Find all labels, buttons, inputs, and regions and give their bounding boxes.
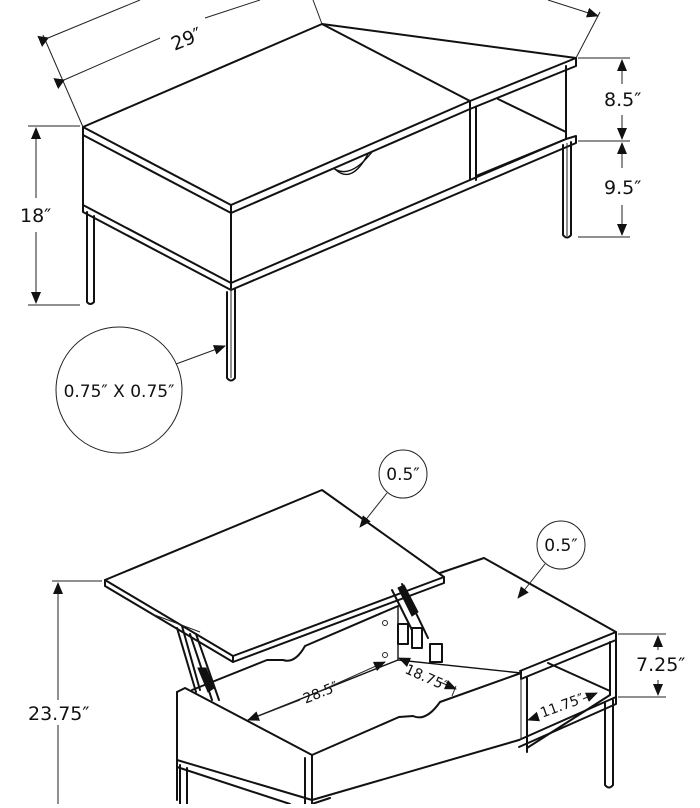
fixed-top-thickness-label: 0.5″ bbox=[544, 536, 577, 556]
dimension-depth-arrow bbox=[312, 0, 601, 59]
closed-table-drawing bbox=[82, 23, 577, 382]
shelf-height-8-5-label: 8.5″ bbox=[604, 89, 641, 111]
open-shelf-height-label: 7.25″ bbox=[636, 654, 685, 676]
open-table-drawing bbox=[104, 489, 617, 805]
leg-profile-label: 0.75″ X 0.75″ bbox=[64, 382, 175, 402]
height-18-label: 18″ bbox=[20, 205, 51, 227]
fixed-top-thickness-callout: 0.5″ bbox=[517, 520, 586, 599]
lifted-height-label: 23.75″ bbox=[28, 703, 90, 725]
shelf-depth-label: 11.75″ bbox=[538, 691, 586, 722]
lift-top-thickness-label: 0.5″ bbox=[386, 465, 419, 485]
dimension-lifted-height: 23.75″ bbox=[28, 580, 102, 804]
storage-depth-label: 18.75″ bbox=[402, 662, 450, 695]
leg-clearance-9-5-label: 9.5″ bbox=[604, 177, 641, 199]
leg-profile-callout: 0.75″ X 0.75″ bbox=[55, 326, 226, 454]
left-lift-hinge bbox=[176, 625, 220, 701]
storage-length-label: 28.5″ bbox=[301, 679, 341, 707]
dimension-height-18: 18″ bbox=[20, 125, 80, 306]
length-29-label: 29″ bbox=[168, 23, 205, 55]
lift-top-thickness-callout: 0.5″ bbox=[359, 449, 428, 528]
dimension-open-shelf-height: 7.25″ bbox=[618, 633, 685, 698]
dimension-shelf-heights: 8.5″ 9.5″ bbox=[578, 57, 641, 238]
right-lift-hinge bbox=[382, 583, 443, 663]
dimension-length-29: 29″ bbox=[37, 0, 261, 128]
